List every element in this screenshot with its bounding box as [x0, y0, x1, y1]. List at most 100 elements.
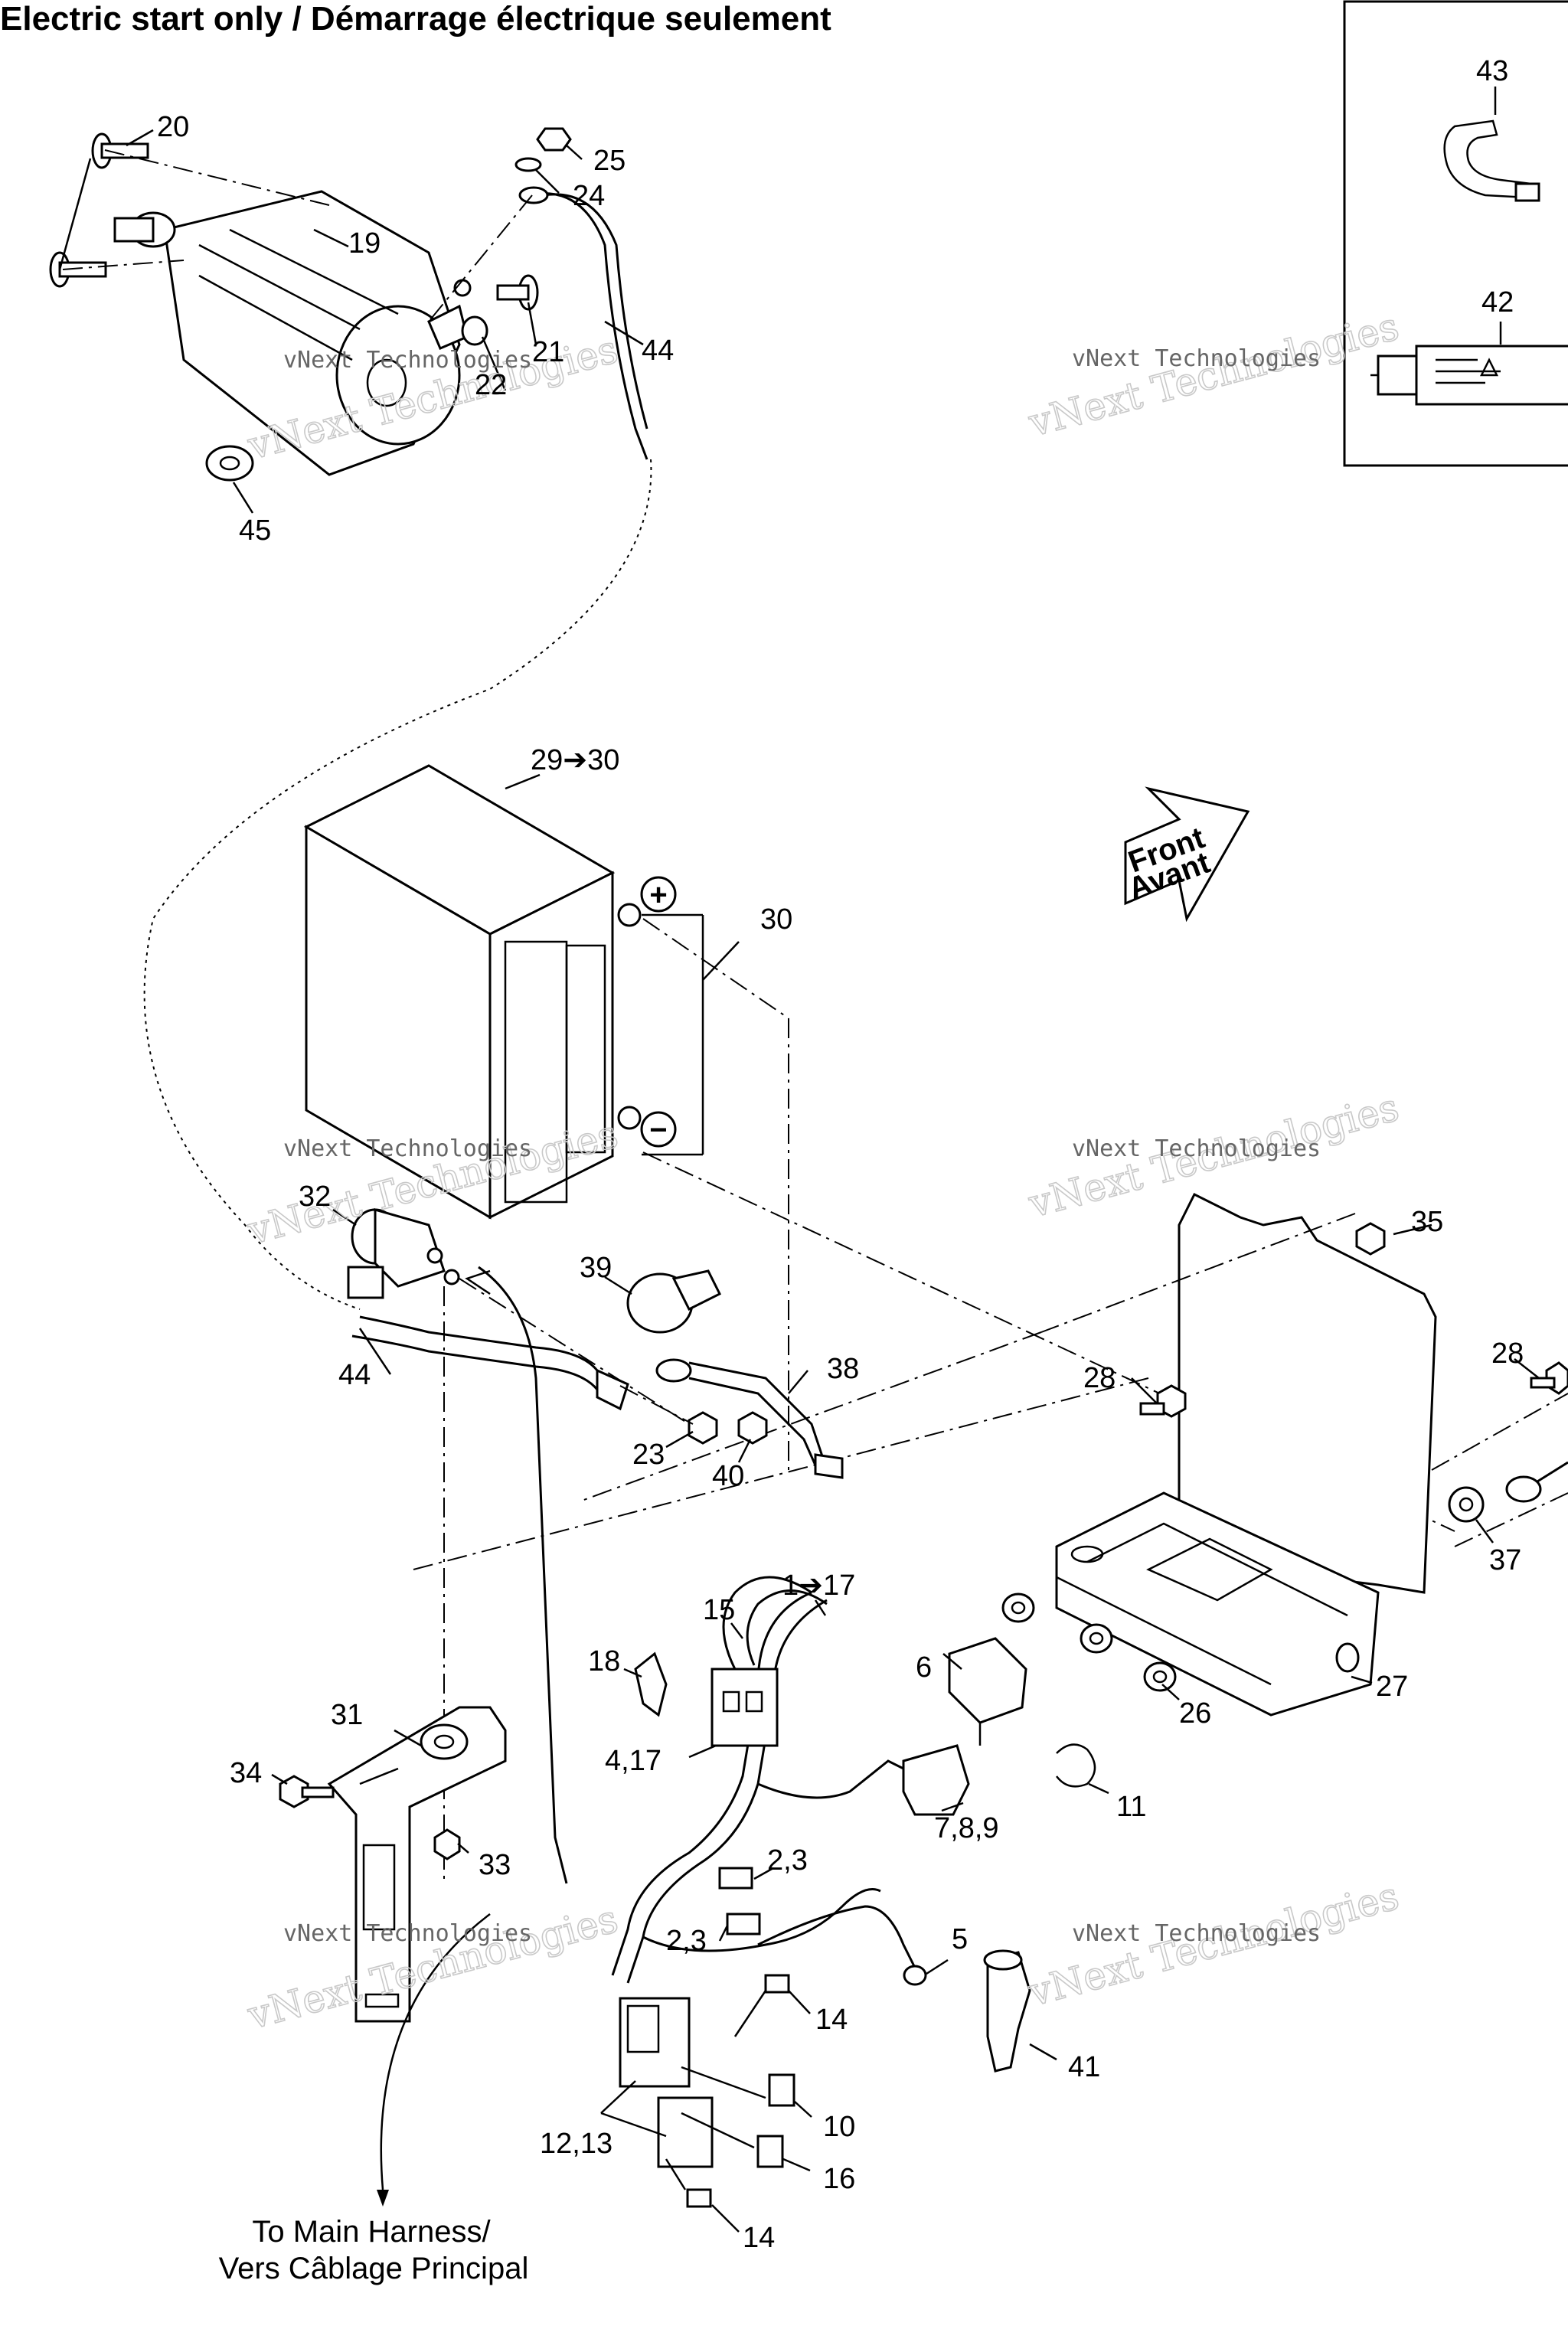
fuse-16	[756, 2135, 784, 2168]
watermark-6: vNext Technologies vNext Technologies	[1023, 1873, 1403, 2015]
callout-32: 32	[299, 1181, 331, 1213]
callout-22: 22	[475, 369, 507, 401]
callout-27: 27	[1376, 1671, 1408, 1703]
callout-23: 23	[632, 1439, 665, 1471]
callout-37: 37	[1489, 1544, 1521, 1576]
fuse-10	[768, 2073, 795, 2107]
fuse-holder-12-13	[619, 1997, 714, 2168]
starter-bolt-lower	[49, 251, 107, 288]
callout-14-lower: 14	[743, 2222, 775, 2254]
diagram-title: Electric start only / Démarrage électriq…	[0, 0, 831, 38]
callout-34: 34	[230, 1757, 262, 1789]
callout-7-8-9: 7,8,9	[934, 1812, 999, 1844]
connector-2-3-upper	[718, 1867, 753, 1890]
callout-40: 40	[712, 1460, 744, 1492]
harness-note-line2: Vers Câblage Principal	[219, 2252, 529, 2285]
callout-20: 20	[157, 111, 189, 143]
negative-terminal-label: −	[649, 1113, 667, 1147]
callout-15: 15	[703, 1594, 735, 1626]
bolt-28-right	[1530, 1361, 1568, 1395]
clip-18	[634, 1651, 668, 1717]
callout-labels: 43 42 20 19 21 22 45 25 24 44 29➔30 30 3…	[157, 55, 1524, 2254]
washer-24	[514, 157, 542, 172]
starter-bolt-21	[496, 274, 539, 311]
callout-44-lower: 44	[338, 1359, 371, 1391]
leader-lines	[126, 129, 1540, 2233]
svg-text:vNext Technologies: vNext Technologies	[1072, 345, 1321, 372]
nut-25	[536, 127, 572, 152]
grommet-26c	[1143, 1661, 1177, 1692]
callout-43: 43	[1476, 55, 1508, 87]
callout-26: 26	[1179, 1697, 1211, 1730]
callout-4-17: 4,17	[605, 1745, 662, 1777]
grommet-26a	[1001, 1592, 1035, 1623]
callout-6: 6	[916, 1651, 932, 1684]
battery-negative-symbol: −	[640, 1111, 677, 1148]
boot-41	[983, 1949, 1031, 2073]
callout-35: 35	[1411, 1206, 1443, 1238]
relay-6	[948, 1637, 1027, 1746]
washer-22	[461, 315, 488, 346]
nut-23	[688, 1411, 718, 1445]
callout-16: 16	[823, 2163, 855, 2195]
wiring-harness-part	[611, 1576, 920, 1984]
callout-28-right: 28	[1491, 1338, 1524, 1370]
svg-text:vNext Technologies: vNext Technologies	[1072, 1920, 1321, 1947]
callout-41: 41	[1068, 2051, 1100, 2083]
callout-31: 31	[331, 1699, 363, 1731]
callout-14-upper: 14	[815, 2004, 848, 2036]
connector-2-3-lower	[726, 1913, 761, 1936]
svg-text:vNext Technologies: vNext Technologies	[283, 347, 532, 374]
svg-text:vNext Technologies: vNext Technologies	[243, 1896, 622, 2038]
callout-1-17: 1➔17	[782, 1570, 855, 1602]
lock-washer-37	[1448, 1486, 1485, 1523]
callout-30: 30	[760, 903, 792, 936]
starter-motor-part	[113, 190, 472, 476]
callout-38: 38	[827, 1353, 859, 1385]
svg-text:vNext Technologies: vNext Technologies	[283, 1135, 532, 1162]
callout-25: 25	[593, 145, 626, 177]
callout-19: 19	[348, 227, 381, 260]
ground-wire-5	[757, 1905, 927, 1986]
starter-bolt-upper	[91, 132, 149, 169]
callout-5: 5	[952, 1923, 968, 1955]
inset-box	[1343, 0, 1568, 467]
svg-text:vNext Technologies: vNext Technologies	[283, 1920, 532, 1947]
callout-2-3-lower: 2,3	[666, 1925, 707, 1957]
cable-tie-part	[1443, 119, 1540, 202]
nut-33	[433, 1828, 461, 1860]
callout-28-left: 28	[1083, 1362, 1116, 1394]
callout-18: 18	[588, 1645, 620, 1677]
callout-44-upper: 44	[642, 335, 674, 367]
nut-35	[1355, 1222, 1386, 1256]
main-harness-note: To Main Harness/ Vers Câblage Principal	[219, 2215, 529, 2285]
battery-tray-part	[1055, 1192, 1437, 1717]
svg-text:vNext Technologies: vNext Technologies	[1072, 1135, 1321, 1162]
callout-21: 21	[532, 336, 564, 368]
cable-eyelet-right	[1505, 1461, 1568, 1503]
battery-cable-38	[655, 1358, 844, 1479]
fuse-14-lower	[686, 2188, 712, 2208]
fuse-14-upper	[764, 1974, 790, 1994]
callout-11: 11	[1116, 1791, 1146, 1823]
callout-29-30: 29➔30	[531, 744, 619, 776]
bolt-34	[279, 1775, 335, 1808]
terminal-cover-39	[626, 1269, 722, 1334]
bolt-28	[1139, 1384, 1187, 1418]
grease-tube-part	[1370, 345, 1568, 406]
starter-cable-44-upper	[518, 186, 648, 460]
harness-note-line1: To Main Harness/	[252, 2215, 491, 2249]
callout-33: 33	[479, 1849, 511, 1881]
callout-12-13: 12,13	[540, 2128, 612, 2160]
callout-45: 45	[239, 514, 271, 547]
callout-24: 24	[573, 180, 605, 212]
front-direction-arrow: Front Avant	[1124, 786, 1250, 923]
nut-40	[737, 1411, 768, 1445]
callout-39: 39	[580, 1252, 612, 1284]
relay-socket-7-8-9	[902, 1744, 970, 1816]
positive-terminal-label: +	[649, 878, 667, 912]
callout-42: 42	[1481, 286, 1514, 318]
battery-positive-symbol: +	[640, 876, 677, 913]
mounting-bracket-31	[327, 1706, 507, 2023]
